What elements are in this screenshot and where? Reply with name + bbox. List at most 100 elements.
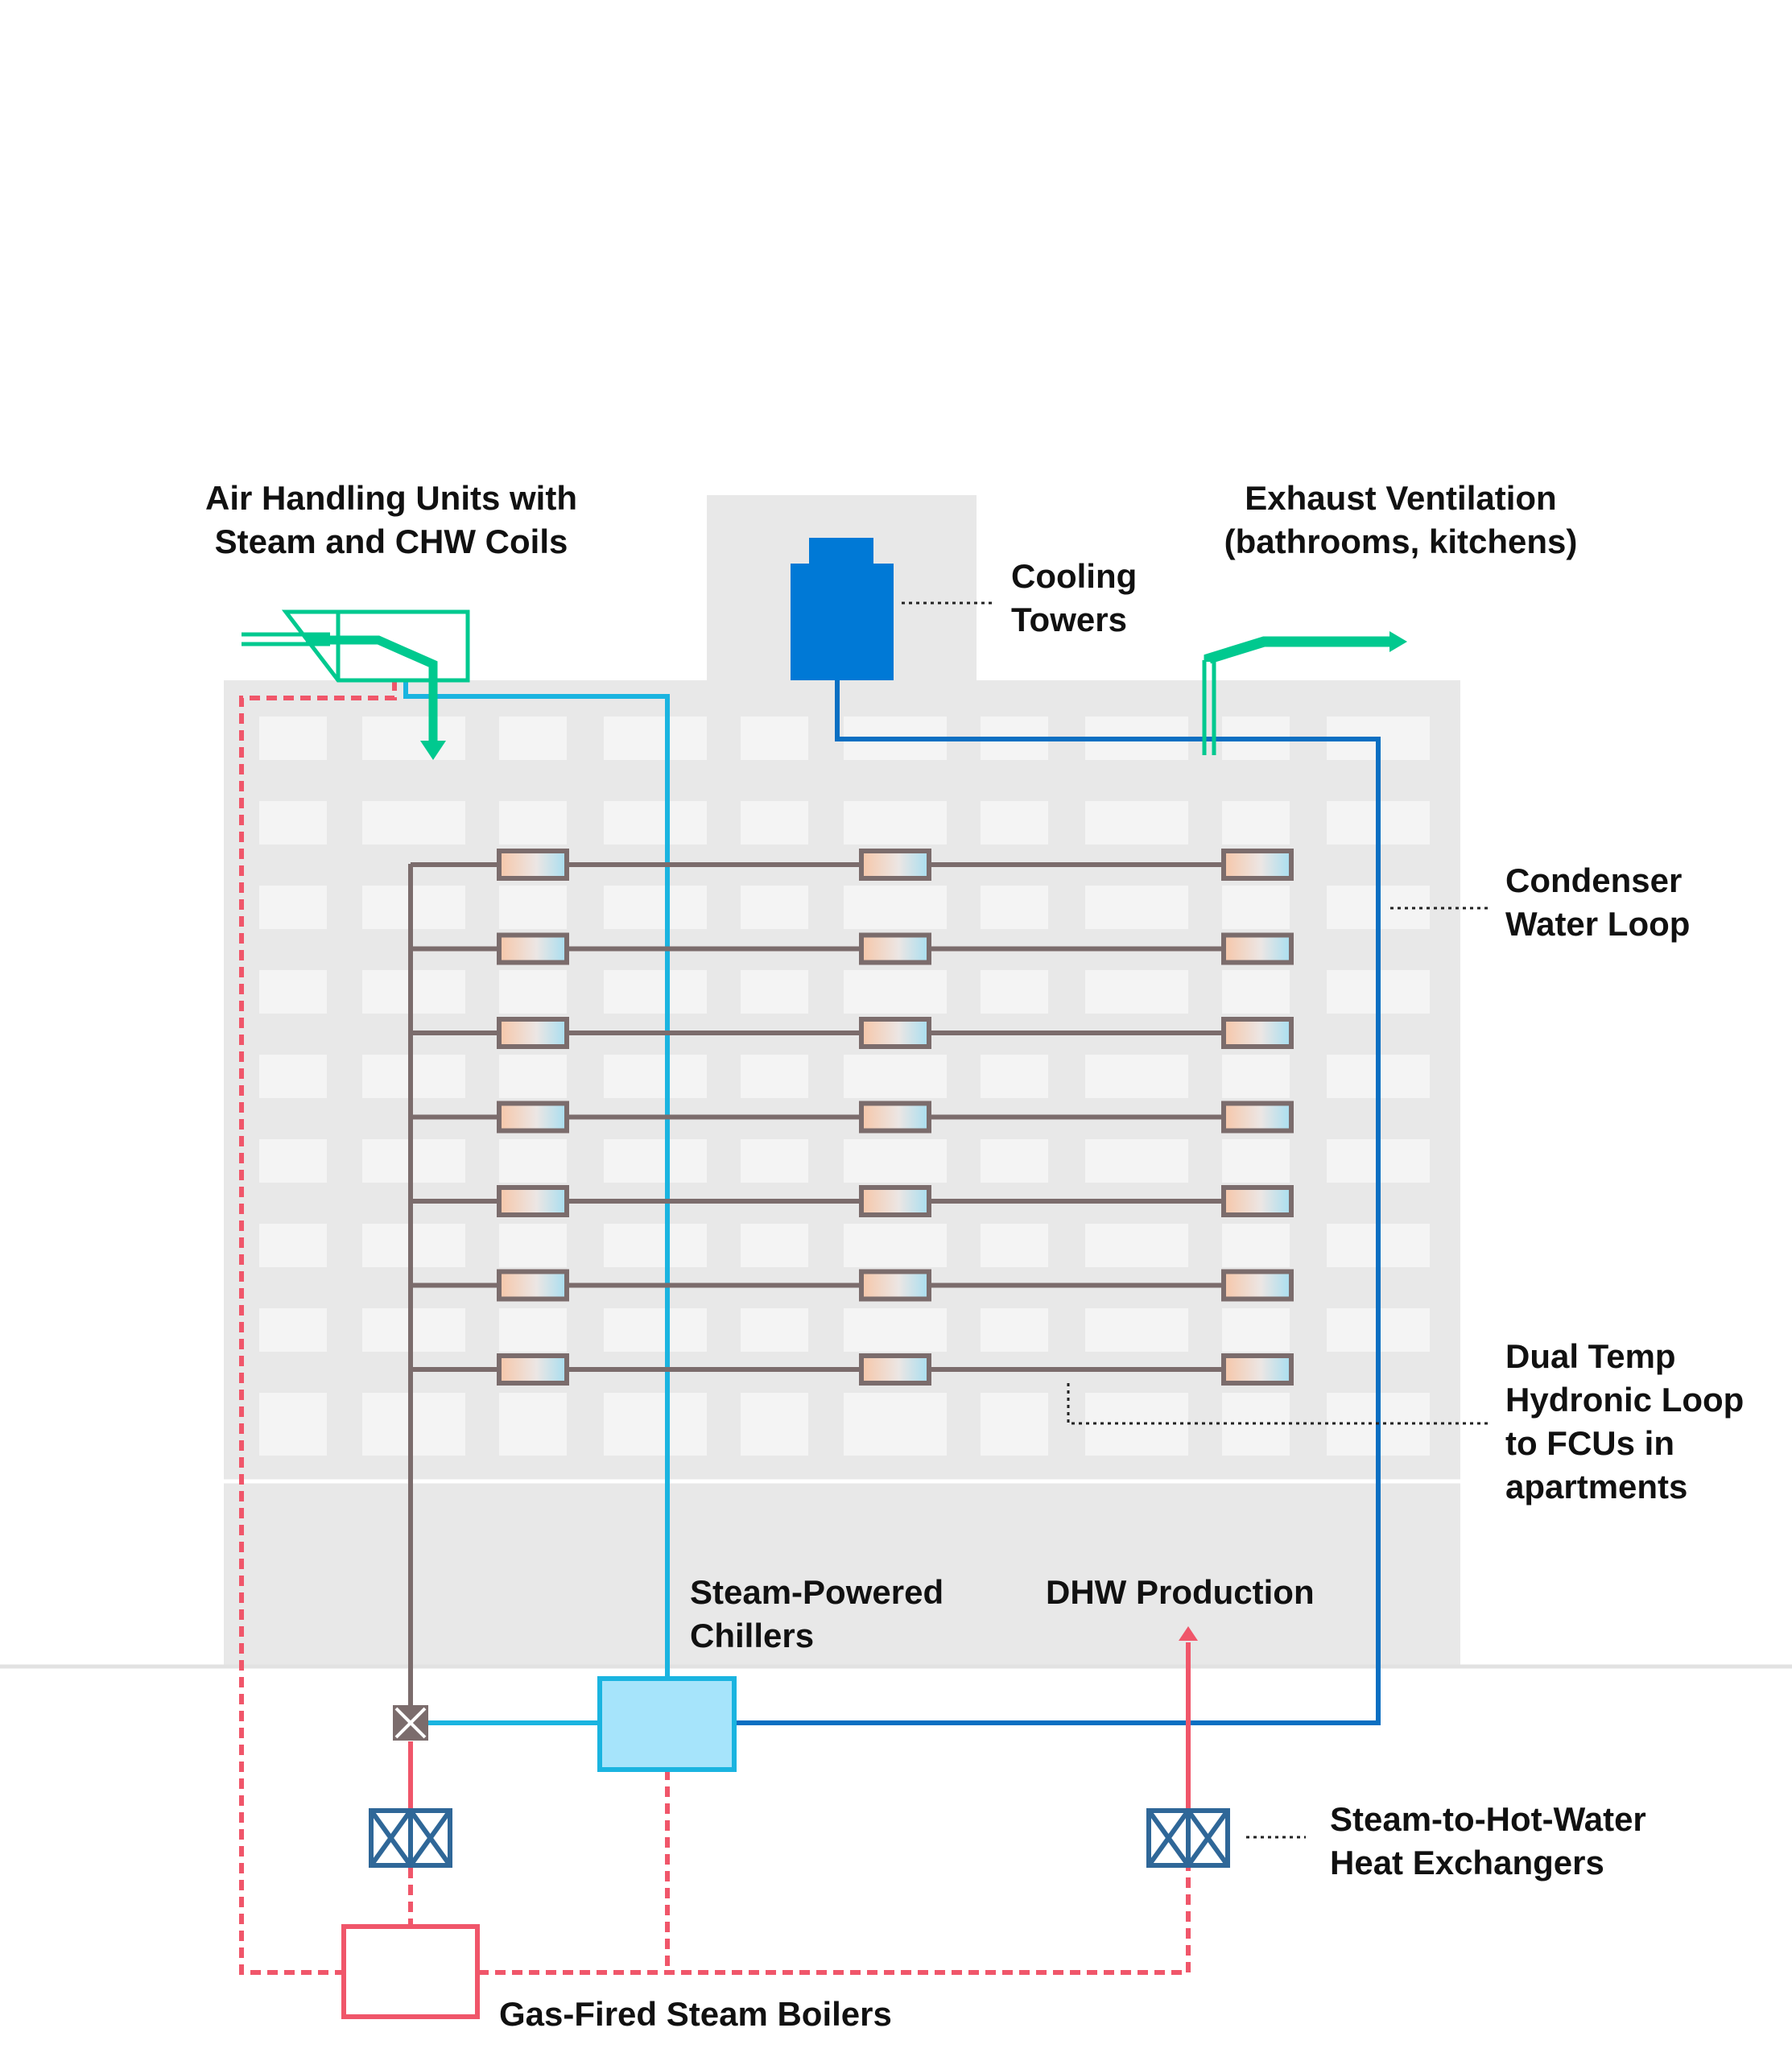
building-window xyxy=(981,1308,1048,1352)
fan-coil-unit xyxy=(859,1353,931,1386)
building-window xyxy=(1222,1139,1290,1183)
building-window xyxy=(844,970,947,1014)
building-window xyxy=(499,886,567,929)
label-dhw-production: DHW Production xyxy=(1046,1571,1315,1614)
fan-coil-unit xyxy=(497,1185,569,1217)
building-window xyxy=(981,1139,1048,1183)
building-window xyxy=(844,1055,947,1098)
building-window xyxy=(981,1055,1048,1098)
exhaust-arrow-head xyxy=(1389,631,1407,652)
building-window xyxy=(499,1393,567,1456)
building-window xyxy=(259,1393,327,1456)
building-window xyxy=(844,801,947,845)
building-window xyxy=(741,1055,808,1098)
building-window xyxy=(1085,1308,1188,1352)
fan-coil-unit xyxy=(859,1185,931,1217)
building-window xyxy=(362,1055,465,1098)
building-window xyxy=(981,1393,1048,1456)
leader-lines xyxy=(902,601,1488,1839)
building-window xyxy=(1222,886,1290,929)
fan-coil-unit xyxy=(859,1269,931,1302)
fan-coil-unit xyxy=(1221,1185,1294,1217)
label-steam-powered-chillers: Steam-Powered Chillers xyxy=(690,1571,943,1658)
label-gas-fired-steam-boilers: Gas-Fired Steam Boilers xyxy=(499,1993,892,2036)
chilled-water-supply xyxy=(403,680,670,1679)
building-window xyxy=(981,1224,1048,1267)
heat-exchanger-right xyxy=(1146,1808,1230,1868)
building-window xyxy=(844,1224,947,1267)
label-heat-exchangers-line-2: Heat Exchangers xyxy=(1330,1844,1604,1881)
building-window xyxy=(981,970,1048,1014)
label-dual-temp-line-4: apartments xyxy=(1505,1468,1688,1505)
steam-lines xyxy=(239,680,1191,1975)
building-window xyxy=(1085,1139,1188,1183)
building-window xyxy=(604,1139,707,1183)
building-window xyxy=(362,801,465,845)
building-window xyxy=(499,1139,567,1183)
fan-coil-unit xyxy=(1221,1353,1294,1386)
building-window xyxy=(741,717,808,760)
building-window xyxy=(362,1139,465,1183)
building-window xyxy=(741,886,808,929)
building-window xyxy=(499,717,567,760)
fan-coil-unit xyxy=(859,932,931,965)
label-condenser-water-loop: Condenser Water Loop xyxy=(1505,859,1690,946)
fan-coil-unit xyxy=(1221,1017,1294,1049)
building-window xyxy=(844,1393,947,1456)
dual-temp-leader xyxy=(1067,1383,1488,1425)
building-window xyxy=(499,801,567,845)
steam-to-ahu xyxy=(239,680,397,1975)
label-dual-temp-hydronic-loop: Dual Temp Hydronic Loop to FCUs in apart… xyxy=(1505,1335,1744,1509)
building-window xyxy=(741,970,808,1014)
building-window xyxy=(604,1393,707,1456)
building-window xyxy=(259,1139,327,1183)
building-window xyxy=(1085,1055,1188,1098)
building-window xyxy=(1085,886,1188,929)
fan-coil-unit xyxy=(497,932,569,965)
label-heat-exchangers: Steam-to-Hot-Water Heat Exchangers xyxy=(1330,1798,1646,1885)
label-ahu-line-2: Steam and CHW Coils xyxy=(214,522,568,560)
fan-coil-unit xyxy=(1221,932,1294,965)
building-window xyxy=(844,1308,947,1352)
building-window xyxy=(1222,1055,1290,1098)
building-window xyxy=(499,1308,567,1352)
fan-coil-unit xyxy=(497,1101,569,1134)
building-window xyxy=(499,1055,567,1098)
building-window xyxy=(259,1224,327,1267)
building-window xyxy=(604,1224,707,1267)
label-dual-temp-line-2: Hydronic Loop xyxy=(1505,1381,1745,1419)
building-window xyxy=(844,886,947,929)
building-window xyxy=(981,886,1048,929)
building-window xyxy=(259,717,327,760)
building-window xyxy=(1085,1224,1188,1267)
label-cooling-towers: Cooling Towers xyxy=(1011,555,1137,642)
building-window xyxy=(259,970,327,1014)
building-window xyxy=(741,1139,808,1183)
label-chillers-line-1: Steam-Powered xyxy=(690,1573,944,1611)
fan-coil-unit xyxy=(859,1017,931,1049)
label-dhw-text: DHW Production xyxy=(1046,1573,1315,1611)
building-window xyxy=(1222,1224,1290,1267)
building-window xyxy=(604,1055,707,1098)
cooling-tower xyxy=(791,538,894,680)
building-window xyxy=(259,886,327,929)
building-window xyxy=(499,970,567,1014)
steam-powered-chiller xyxy=(597,1676,737,1772)
building-window xyxy=(741,1393,808,1456)
fan-coil-unit xyxy=(1221,1101,1294,1134)
building-window xyxy=(259,1308,327,1352)
label-cooling-towers-line-1: Cooling xyxy=(1011,557,1138,595)
building-window xyxy=(362,1393,465,1456)
building-window xyxy=(259,801,327,845)
building-window xyxy=(741,1308,808,1352)
building-window xyxy=(604,886,707,929)
building-window xyxy=(362,1308,465,1352)
building-window xyxy=(1222,801,1290,845)
label-chillers-line-2: Chillers xyxy=(690,1617,815,1654)
fan-coil-unit xyxy=(1221,1269,1294,1302)
building-window xyxy=(604,1308,707,1352)
exhaust-ventilation xyxy=(1202,636,1391,755)
label-boilers-text: Gas-Fired Steam Boilers xyxy=(499,1995,892,2033)
building xyxy=(0,495,1792,1669)
